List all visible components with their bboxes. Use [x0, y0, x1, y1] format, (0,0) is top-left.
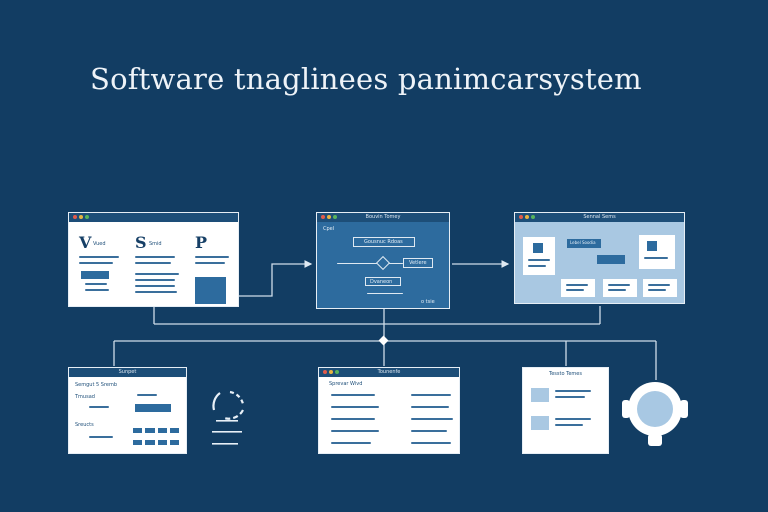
node-box: Lebel Soodia	[567, 239, 601, 248]
card-left	[523, 237, 555, 275]
card-thumb	[531, 416, 549, 430]
window-settings: Sunpet Semgut 5 Sremb Tmusad Sreucts	[68, 367, 187, 454]
feature-letter-s: S	[135, 233, 147, 252]
toggle-button[interactable]	[135, 404, 171, 412]
feature-button[interactable]	[81, 271, 109, 279]
window-network: Sennal Sems Lebel Soodia	[514, 212, 685, 304]
spinner-icon	[212, 390, 245, 420]
feature-panel	[195, 277, 226, 304]
card-small	[603, 279, 637, 297]
decision-diamond	[375, 255, 391, 271]
process-box: Dvaneon	[365, 277, 401, 286]
window-features: V Vued S Smid P	[68, 212, 239, 307]
window-list: Tounenfe Sprevar Wivd	[318, 367, 460, 454]
card-small	[561, 279, 595, 297]
window-flowchart: Bouvin Tomey Cpel Gousnuc Rdoas Vetlere …	[316, 212, 450, 309]
card-right	[639, 235, 675, 269]
card-small	[643, 279, 677, 297]
process-box: Vetlere	[403, 258, 433, 268]
card-thumb	[531, 388, 549, 402]
feature-letter-v: V	[79, 233, 92, 252]
arrow-connector-1	[238, 260, 313, 297]
diagram-title: Software tnaglinees panimcarsystem	[90, 62, 642, 96]
process-box: Gousnuc Rdoas	[353, 237, 415, 247]
window-cards: Tessto Temes	[522, 367, 609, 454]
robot-icon	[622, 382, 688, 446]
junction-node	[378, 335, 389, 346]
node-box	[597, 255, 625, 264]
feature-letter-p: P	[195, 233, 208, 252]
